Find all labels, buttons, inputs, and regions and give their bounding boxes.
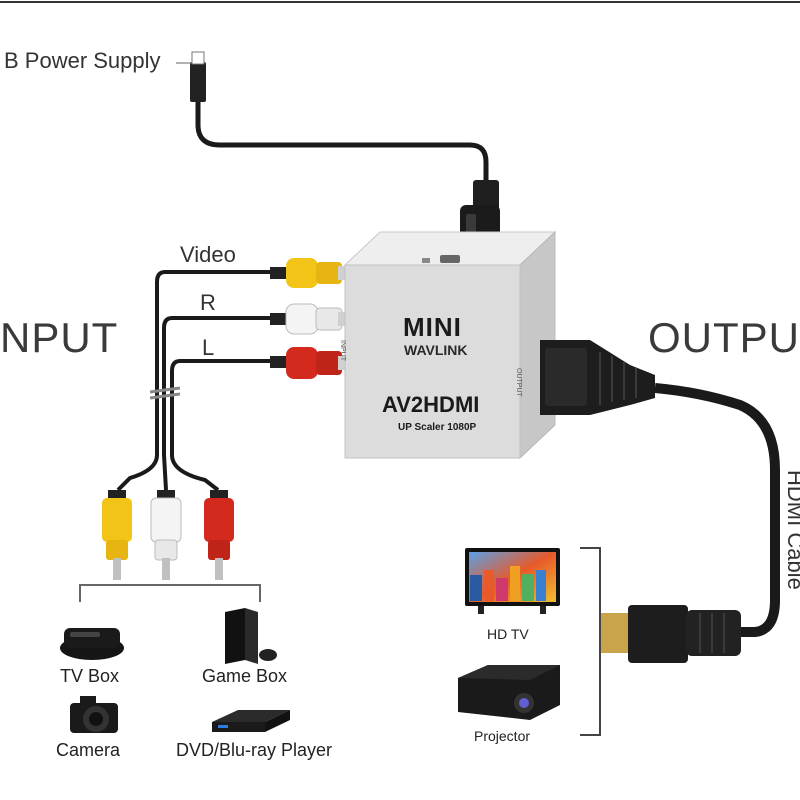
rca-cables xyxy=(116,270,275,492)
device-model: AV2HDMI xyxy=(382,392,480,417)
tv-box-label: TV Box xyxy=(60,666,120,686)
output-bracket xyxy=(580,547,601,736)
device-output-port-label: OUTPUT xyxy=(515,368,522,397)
device-brand-bottom: WAVLINK xyxy=(404,342,468,358)
hd-tv-image xyxy=(465,548,560,614)
hdmi-plug-device xyxy=(540,340,655,415)
hdmi-cable-label: HDMI Cable xyxy=(783,470,800,590)
video-plug-top xyxy=(270,258,348,288)
cable-ties xyxy=(149,386,181,400)
right-audio-plug-bottom xyxy=(150,490,182,580)
device-input-port-label: INPUT xyxy=(339,340,346,361)
game-box-image xyxy=(225,608,277,664)
video-plug-bottom xyxy=(102,490,132,580)
dvd-player-label: DVD/Blu-ray Player xyxy=(176,740,333,760)
left-audio-label: L xyxy=(202,335,215,360)
right-audio-label: R xyxy=(200,290,216,315)
power-supply-label: B Power Supply xyxy=(4,48,161,73)
hd-tv-label: HD TV xyxy=(487,626,529,642)
device-brand-top: MINI xyxy=(403,312,462,342)
dvd-player-image xyxy=(212,710,290,732)
hdmi-plug-output xyxy=(600,605,741,663)
hdmi-cable xyxy=(654,383,780,637)
left-audio-plug-bottom xyxy=(204,490,234,580)
projector-image xyxy=(458,665,560,720)
device-subtitle: UP Scaler 1080P xyxy=(398,422,477,433)
video-label: Video xyxy=(180,242,236,267)
right-audio-plug-top xyxy=(270,303,348,335)
input-label: NPUT xyxy=(0,314,119,361)
camera-label: Camera xyxy=(56,740,121,760)
camera-image xyxy=(70,696,118,733)
usb-power-cable xyxy=(176,51,489,190)
output-label: OUTPU xyxy=(648,314,800,361)
left-audio-plug-top xyxy=(270,347,348,379)
source-bracket xyxy=(79,584,261,602)
game-box-label: Game Box xyxy=(202,666,288,686)
tv-box-image xyxy=(60,628,124,660)
projector-label: Projector xyxy=(474,728,531,744)
